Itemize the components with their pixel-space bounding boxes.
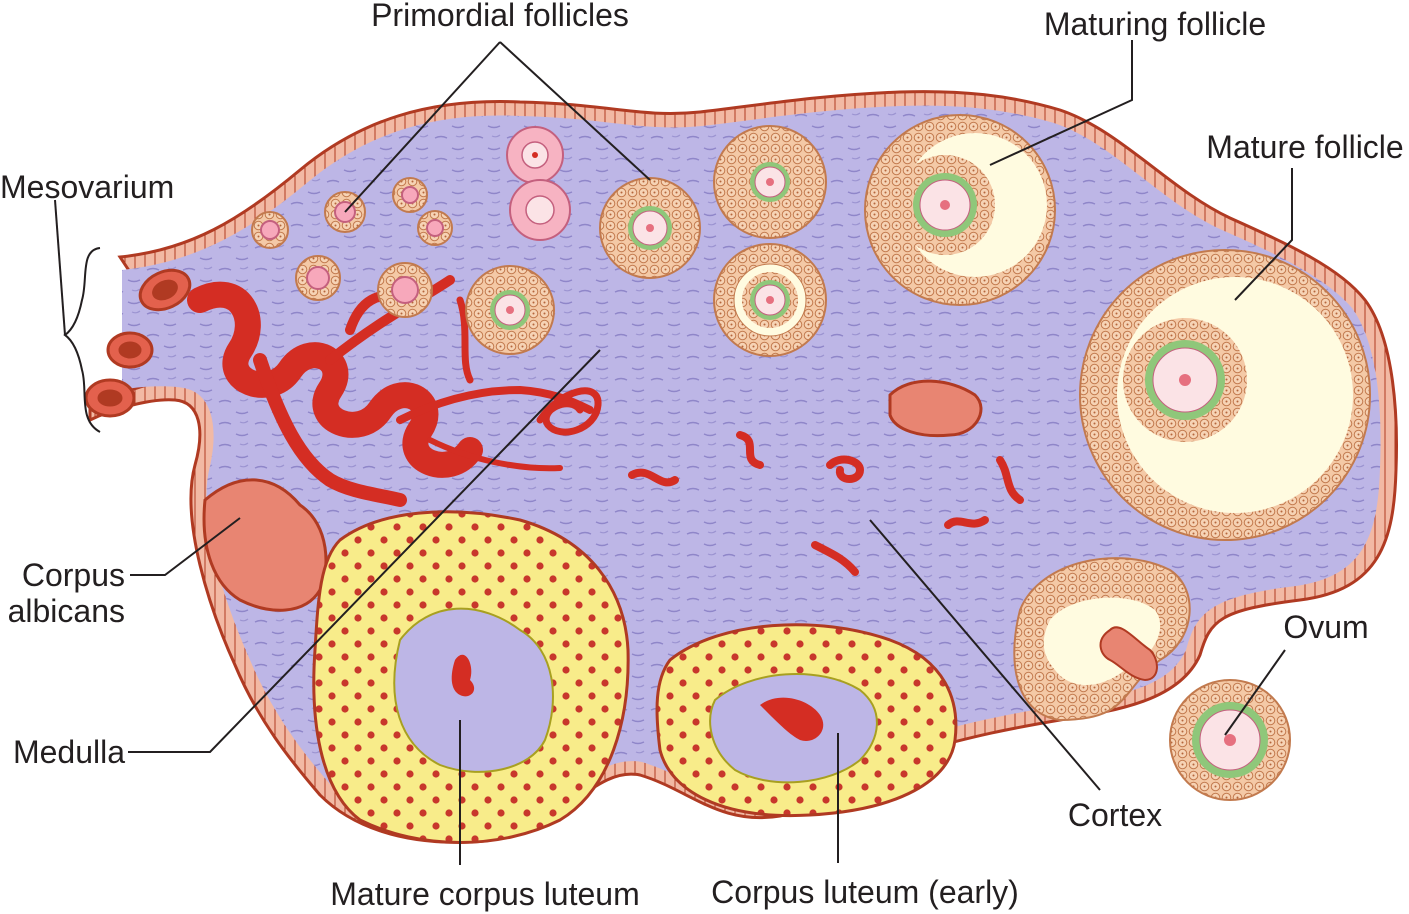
- vessel-branch-4: [427, 437, 563, 472]
- early-cl-clot: [760, 697, 824, 741]
- label-corpus-albicans-line1: Corpus: [22, 557, 125, 593]
- early-corpus-luteum: [655, 623, 958, 818]
- growing-follicles: [465, 123, 827, 357]
- label-primordial-follicles: Primordial follicles: [371, 0, 629, 33]
- leader-lines: [54, 40, 1293, 865]
- leader-medulla: [128, 349, 601, 753]
- vessel-branch-6: [456, 296, 474, 384]
- leader-ovum: [1224, 649, 1286, 736]
- secondary-follicle: [465, 265, 555, 355]
- primordial-follicle: [417, 210, 453, 246]
- leader-corpus-albicans: [130, 517, 241, 576]
- leader-mesovarium: [54, 199, 66, 336]
- secondary-follicle: [599, 177, 701, 279]
- ruptured-follicle-blood: [1099, 626, 1158, 682]
- mature-follicle: [1079, 249, 1371, 541]
- leader-primordial-right: [499, 41, 651, 181]
- mature-corpus-luteum: [312, 510, 630, 844]
- primordial-follicle: [295, 255, 341, 301]
- primary-follicle: [509, 179, 571, 241]
- primordial-follicles: [251, 177, 453, 318]
- primordial-follicle: [251, 211, 289, 249]
- mature-cl-clot: [451, 654, 475, 697]
- label-cortex: Cortex: [1068, 797, 1162, 833]
- label-corpus-luteum-early: Corpus luteum (early): [711, 874, 1019, 910]
- leader-cortex: [869, 519, 1101, 791]
- label-maturing-follicle: Maturing follicle: [1044, 6, 1266, 42]
- label-corpus-albicans-line2: albicans: [8, 593, 125, 629]
- ruptured-follicle: [1013, 557, 1191, 722]
- vessel-coil-right: [536, 387, 602, 436]
- vessel-branch-1: [253, 353, 407, 507]
- primary-follicle: [506, 126, 564, 184]
- primordial-follicle: [392, 177, 428, 213]
- leader-maturing: [989, 40, 1133, 166]
- main-vessel-coil: [187, 281, 483, 478]
- cut-vessel-ends: [84, 268, 192, 418]
- leader-mature: [1234, 168, 1293, 301]
- tertiary-follicle: [713, 123, 827, 239]
- small-vessel-sections: [628, 431, 1024, 576]
- primordial-follicle: [377, 262, 433, 318]
- label-ovum: Ovum: [1283, 609, 1368, 645]
- atretic-follicle: [888, 379, 983, 438]
- label-mesovarium: Mesovarium: [0, 169, 174, 205]
- label-mature-corpus-luteum: Mature corpus luteum: [330, 876, 639, 912]
- leader-primordial-left: [344, 41, 501, 213]
- released-ovum: [1169, 679, 1291, 801]
- label-medulla: Medulla: [13, 734, 125, 770]
- tertiary-follicle: [713, 243, 827, 357]
- maturing-follicle: [864, 114, 1056, 306]
- label-mature-follicle: Mature follicle: [1206, 129, 1403, 165]
